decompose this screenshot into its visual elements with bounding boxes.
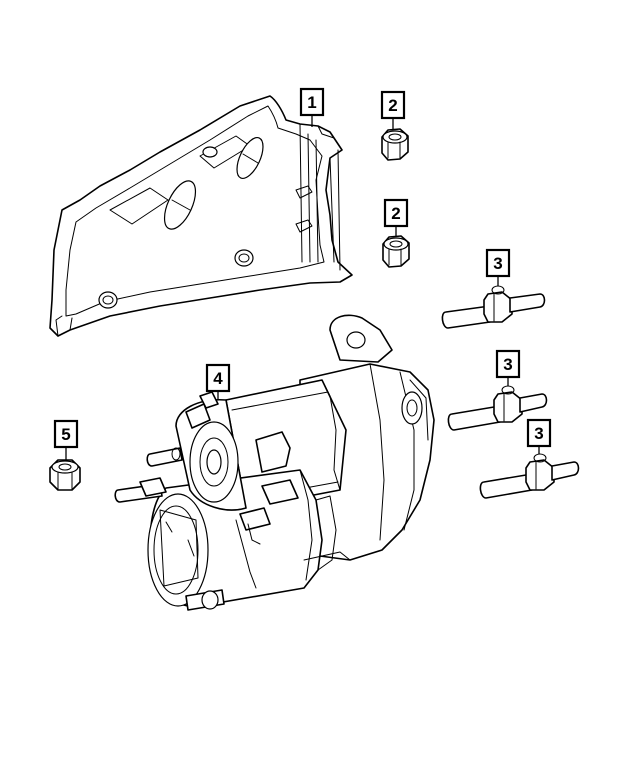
starter-motor [114,314,435,611]
svg-text:3: 3 [493,254,502,273]
svg-text:5: 5 [61,425,70,444]
callout-1: 1 [299,87,325,117]
flange-nut-upper [381,128,409,161]
flange-nut-lower [382,235,410,268]
svg-text:2: 2 [388,96,397,115]
callout-4: 4 [205,363,231,393]
stud-bolt-upper [441,285,546,329]
callout-5: 5 [53,419,79,449]
svg-text:3: 3 [503,355,512,374]
hex-nut [49,459,81,491]
callout-3-upper: 3 [485,248,511,278]
stud-bolt-lower [479,453,580,499]
svg-text:2: 2 [391,204,400,223]
svg-text:3: 3 [534,424,543,443]
svg-text:4: 4 [213,369,223,388]
stud-bolt-middle [447,385,548,431]
callout-2-lower: 2 [383,198,409,228]
callout-2-upper: 2 [380,90,406,120]
svg-text:1: 1 [307,93,316,112]
callout-3-middle: 3 [495,349,521,379]
callout-3-lower: 3 [526,418,552,448]
heat-shield [49,95,353,337]
leader-lines [65,115,540,460]
